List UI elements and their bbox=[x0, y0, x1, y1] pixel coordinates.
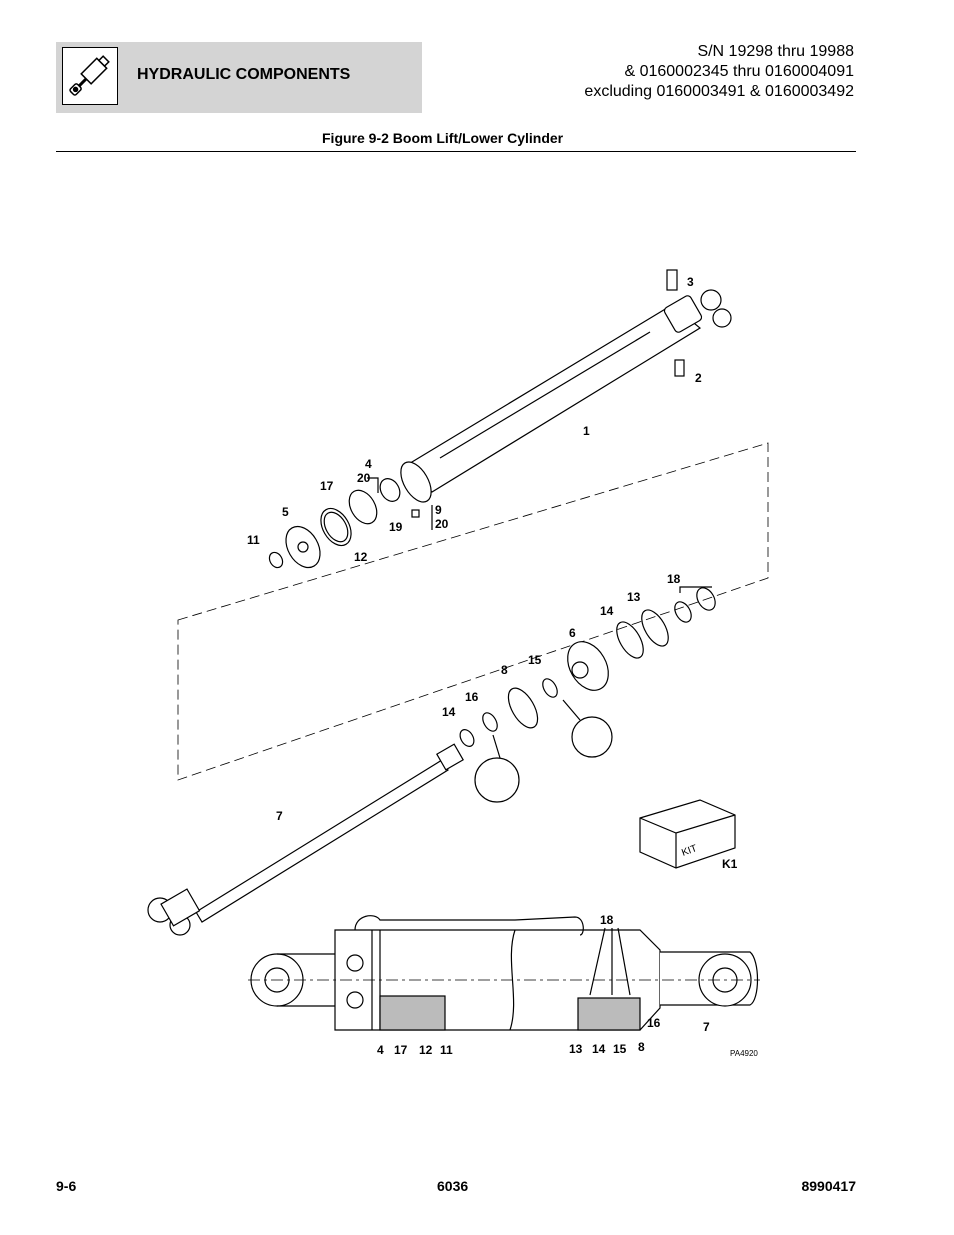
callout-7: 7 bbox=[276, 809, 283, 823]
callout-16: 16 bbox=[465, 690, 479, 704]
callout-12b: 12 bbox=[419, 1043, 433, 1057]
callout-4b: 4 bbox=[377, 1043, 384, 1057]
callout-7b: 7 bbox=[703, 1020, 710, 1034]
model-number: 6036 bbox=[437, 1178, 469, 1194]
callout-8b: 8 bbox=[638, 1040, 645, 1054]
sn-line-3: excluding 0160003491 & 0160003492 bbox=[584, 83, 854, 100]
callout-19: 19 bbox=[389, 520, 403, 534]
document-number: 8990417 bbox=[801, 1178, 856, 1194]
callout-4: 4 bbox=[365, 457, 372, 471]
callout-18b: 18 bbox=[600, 913, 614, 927]
piston-rod bbox=[195, 759, 449, 923]
kit-box bbox=[639, 799, 736, 869]
cylinder-barrel bbox=[400, 304, 702, 493]
callout-16b: 16 bbox=[647, 1016, 661, 1030]
callout-8: 8 bbox=[501, 663, 508, 677]
barrel-open-end bbox=[400, 461, 432, 503]
callout-14: 14 bbox=[600, 604, 614, 618]
callout-17b: 17 bbox=[394, 1043, 408, 1057]
callout-15b: 15 bbox=[613, 1042, 627, 1056]
callout-18: 18 bbox=[667, 572, 681, 586]
callout-20a: 20 bbox=[357, 471, 371, 485]
page-number: 9-6 bbox=[56, 1178, 77, 1194]
callout-14c: 14 bbox=[592, 1042, 606, 1056]
callout-12: 12 bbox=[354, 550, 368, 564]
callout-k1: K1 bbox=[722, 857, 738, 871]
kit-label: KIT bbox=[680, 843, 698, 859]
section-title: HYDRAULIC COMPONENTS bbox=[137, 66, 351, 83]
callout-5: 5 bbox=[282, 505, 289, 519]
figure-title: Figure 9-2 Boom Lift/Lower Cylinder bbox=[322, 130, 564, 146]
callout-14b: 14 bbox=[442, 705, 456, 719]
callout-15: 15 bbox=[528, 653, 542, 667]
callout-2: 2 bbox=[695, 371, 702, 385]
callout-13b: 13 bbox=[569, 1042, 583, 1056]
callout-13: 13 bbox=[627, 590, 641, 604]
serial-number-range: S/N 19298 thru 19988 & 0160002345 thru 0… bbox=[584, 42, 854, 102]
sn-line-1: S/N 19298 thru 19988 bbox=[697, 43, 854, 60]
callout-20b: 20 bbox=[435, 517, 449, 531]
callout-6: 6 bbox=[569, 626, 576, 640]
drawing-id: PA4920 bbox=[730, 1049, 758, 1058]
hydraulic-cylinder-icon bbox=[62, 47, 118, 105]
callout-11b: 11 bbox=[440, 1043, 453, 1057]
callout-9: 9 bbox=[435, 503, 442, 517]
callout-17: 17 bbox=[320, 479, 334, 493]
header-divider bbox=[56, 151, 856, 152]
callout-1: 1 bbox=[583, 424, 590, 438]
callout-3: 3 bbox=[687, 275, 694, 289]
callout-11: 11 bbox=[247, 533, 260, 547]
sn-line-2: & 0160002345 thru 0160004091 bbox=[624, 63, 854, 80]
